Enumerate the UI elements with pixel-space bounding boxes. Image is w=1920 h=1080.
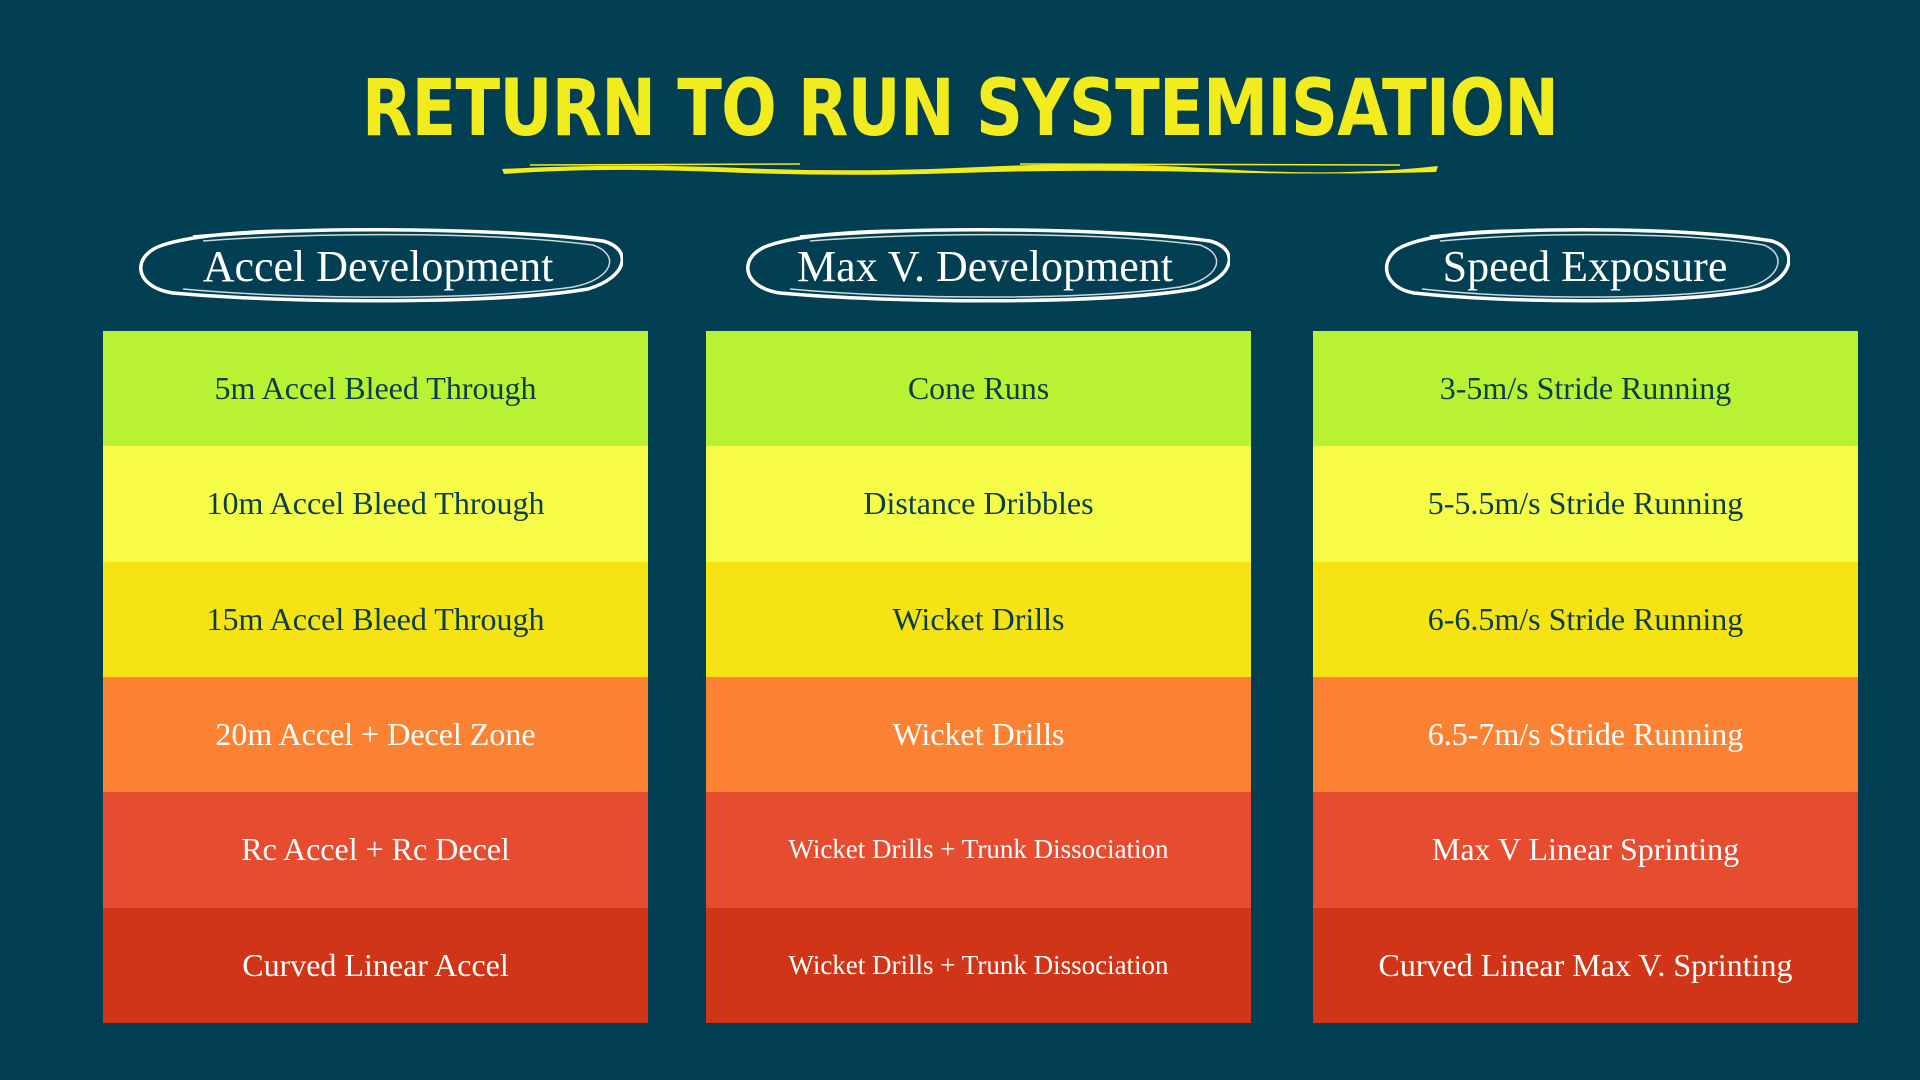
table-cell: 5-5.5m/s Stride Running <box>1313 446 1858 562</box>
table-cell: Curved Linear Accel <box>103 907 648 1023</box>
title-underline-brush-stroke <box>502 163 1438 175</box>
table-cell: 3-5m/s Stride Running <box>1313 331 1858 447</box>
ellipse-outline <box>1385 228 1790 303</box>
column-header-max-v-development: Max V. Development <box>740 225 1230 305</box>
table-cell: 15m Accel Bleed Through <box>103 561 648 677</box>
column-header-label: Speed Exposure <box>1442 241 1728 291</box>
ellipse-outline <box>139 228 623 303</box>
column-header-speed-exposure: Speed Exposure <box>1380 225 1790 305</box>
table-cell: 5m Accel Bleed Through <box>103 331 648 447</box>
table-cell: Wicket Drills <box>706 676 1251 793</box>
ellipse-outline <box>746 228 1230 303</box>
column-header-label: Accel Development <box>202 241 554 291</box>
table-cell: 6.5-7m/s Stride Running <box>1313 676 1858 793</box>
table-cell: 6-6.5m/s Stride Running <box>1313 561 1858 677</box>
table-cell: 20m Accel + Decel Zone <box>103 676 648 793</box>
table-cell: Max V Linear Sprinting <box>1313 792 1858 908</box>
column-speed-exposure: 3-5m/s Stride Running 5-5.5m/s Stride Ru… <box>1313 331 1858 1023</box>
table-cell: Wicket Drills + Trunk Dissociation <box>706 792 1251 908</box>
table-cell: Cone Runs <box>706 331 1251 447</box>
title-container: RETURN TO RUN SYSTEMISATION <box>0 70 1920 148</box>
table-cell: 10m Accel Bleed Through <box>103 446 648 562</box>
column-header-accel-development: Accel Development <box>133 225 623 305</box>
table-cell: Wicket Drills + Trunk Dissociation <box>706 907 1251 1023</box>
column-header-label: Max V. Development <box>797 241 1173 291</box>
table-cell: Curved Linear Max V. Sprinting <box>1313 907 1858 1023</box>
column-max-v-development: Cone Runs Distance Dribbles Wicket Drill… <box>706 331 1251 1023</box>
page-title: RETURN TO RUN SYSTEMISATION <box>361 64 1559 154</box>
table-cell: Rc Accel + Rc Decel <box>103 792 648 908</box>
table-cell: Wicket Drills <box>706 561 1251 677</box>
table-cell: Distance Dribbles <box>706 446 1251 562</box>
column-accel-development: 5m Accel Bleed Through 10m Accel Bleed T… <box>103 331 648 1023</box>
